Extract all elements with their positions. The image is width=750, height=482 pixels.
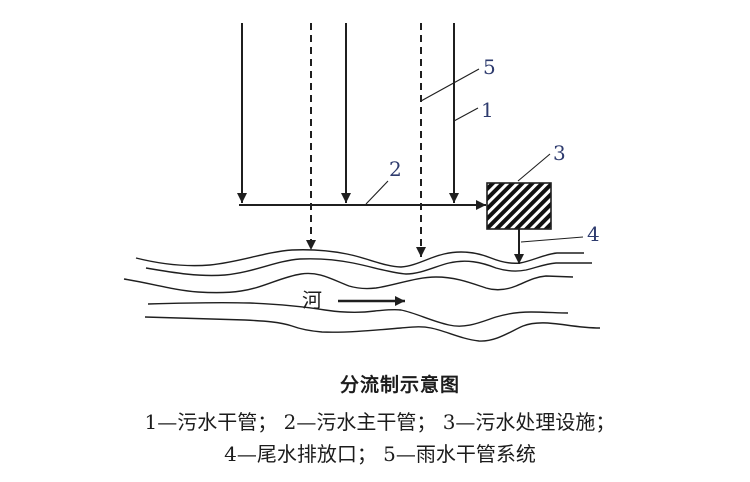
callout-leader-5	[420, 68, 480, 102]
treatment-facility-box	[486, 182, 552, 230]
river-bank-line-2	[145, 258, 592, 277]
river-bank-line-4	[147, 301, 569, 327]
callout-leader-4	[520, 236, 584, 243]
callout-label-5: 5	[483, 55, 496, 79]
callout-leader-3	[517, 153, 551, 182]
callout-label-1: 1	[481, 98, 494, 122]
legend-line-1: 1—污水干管； 2—污水主干管； 3—污水处理设施；	[144, 410, 616, 434]
river-bank-line-1	[135, 249, 584, 268]
river-label: 河	[302, 288, 322, 312]
legend-line-2: 4—尾水排放口； 5—雨水干管系统	[224, 442, 536, 466]
callout-label-3: 3	[553, 141, 566, 165]
callout-leader-1	[453, 107, 479, 122]
callout-label-4: 4	[587, 222, 600, 246]
river-bank-line-5	[144, 316, 601, 342]
diagram-title: 分流制示意图	[339, 374, 460, 396]
river-bank-line-3	[123, 272, 574, 294]
callout-leader-2	[365, 180, 389, 205]
callout-label-2: 2	[389, 157, 402, 181]
